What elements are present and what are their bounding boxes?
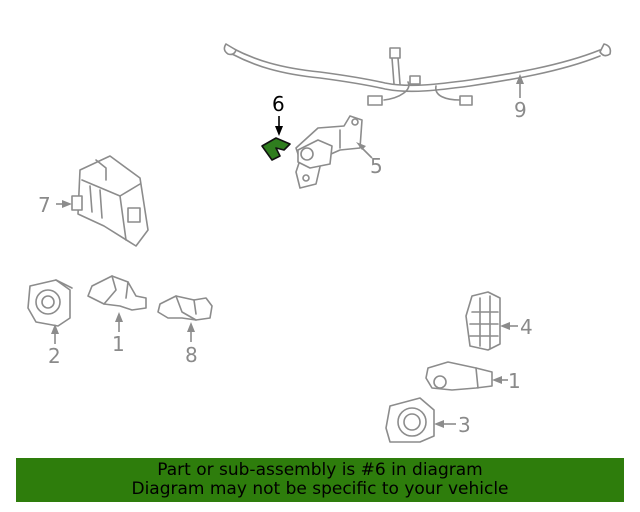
svg-text:1: 1	[112, 332, 125, 356]
svg-text:4: 4	[520, 315, 533, 339]
callout-2: 2	[48, 324, 61, 368]
banner-line-disclaimer: Diagram may not be specific to your vehi…	[131, 479, 509, 499]
callout-9: 9	[514, 74, 527, 122]
svg-text:2: 2	[48, 344, 61, 368]
callout-8: 8	[185, 322, 198, 367]
svg-text:7: 7	[38, 193, 51, 217]
control-module-part-7[interactable]	[71, 155, 149, 247]
sensor-retainer-part-8[interactable]	[157, 295, 213, 321]
banner-line-part-info: Part or sub-assembly is #6 in diagram	[157, 460, 483, 480]
bracket-part-5[interactable]	[295, 115, 363, 189]
svg-text:8: 8	[185, 343, 198, 367]
parts-diagram: 9 5 6 7	[27, 43, 612, 443]
callout-1-left: 1	[112, 312, 125, 356]
callout-7: 7	[38, 193, 72, 217]
svg-text:3: 3	[458, 413, 471, 437]
parking-sensor-part-1-left[interactable]	[87, 275, 147, 311]
parking-sensor-part-1-right[interactable]	[425, 361, 493, 391]
callout-3: 3	[434, 413, 471, 437]
sensor-bezel-part-2[interactable]	[27, 279, 73, 327]
clip-part-6-highlighted[interactable]	[261, 137, 291, 161]
sensor-holder-part-4[interactable]	[465, 291, 501, 351]
wire-harness-part-9[interactable]	[223, 43, 612, 106]
svg-text:6: 6	[272, 92, 285, 116]
callout-4: 4	[500, 315, 533, 339]
svg-text:5: 5	[370, 154, 383, 178]
callout-6: 6	[272, 92, 285, 136]
sensor-ring-part-3[interactable]	[385, 397, 435, 443]
callout-5: 5	[356, 142, 383, 178]
svg-text:1: 1	[508, 369, 521, 393]
callout-1-right: 1	[492, 369, 521, 393]
info-banner: Part or sub-assembly is #6 in diagram Di…	[16, 458, 624, 502]
svg-text:9: 9	[514, 98, 527, 122]
